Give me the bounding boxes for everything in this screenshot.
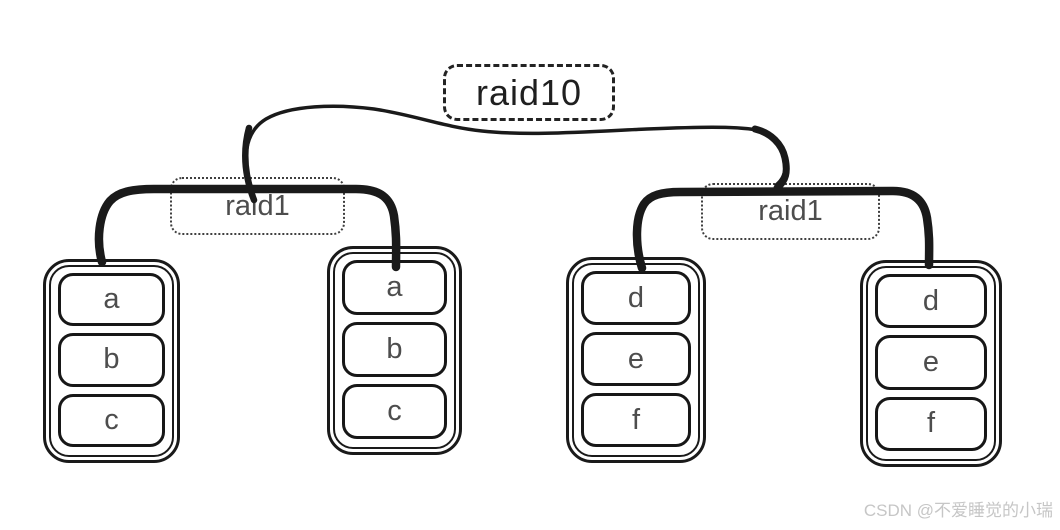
disk-block-label: d xyxy=(922,284,940,317)
disk-block-label: d xyxy=(627,281,645,314)
watermark-text: CSDN @不爱睡觉的小瑞 xyxy=(863,501,1053,520)
disk-block: a xyxy=(342,260,447,315)
disk-block-label: b xyxy=(386,333,403,365)
connector-root-to-right-raid1 xyxy=(751,125,790,192)
disk-block-label: f xyxy=(631,403,641,436)
disk-block: c xyxy=(58,393,165,447)
disk-2: a b c xyxy=(327,246,462,455)
disk-block: b xyxy=(342,322,447,377)
disk-block: f xyxy=(581,393,691,447)
disk-block: d xyxy=(875,274,987,329)
disk-3-blocks: d e f xyxy=(581,271,691,447)
disk-block-label: c xyxy=(387,395,402,427)
disk-4-blocks: d e f xyxy=(875,274,987,451)
disk-block-label: e xyxy=(922,345,940,378)
disk-2-blocks: a b c xyxy=(342,260,447,439)
disk-3: d e f xyxy=(566,257,706,463)
disk-block-label: f xyxy=(926,407,936,440)
disk-block-label: e xyxy=(627,342,645,375)
disk-block: d xyxy=(581,271,691,325)
raid1-right-label: raid1 xyxy=(758,195,823,227)
disk-1-blocks: a b c xyxy=(58,273,165,447)
raid10-label: raid10 xyxy=(475,71,583,113)
disk-block-label: c xyxy=(104,403,119,436)
raid1-left-label: raid1 xyxy=(225,189,290,222)
disk-block: e xyxy=(875,335,987,390)
disk-4: d e f xyxy=(860,260,1002,467)
disk-block: b xyxy=(58,333,165,387)
disk-block: c xyxy=(342,384,447,439)
disk-block: f xyxy=(875,396,987,451)
disk-1: a b c xyxy=(43,259,180,463)
disk-block-label: a xyxy=(386,271,403,303)
raid1-node-right: raid1 xyxy=(701,183,880,240)
disk-block: e xyxy=(581,332,691,386)
raid10-node: raid10 xyxy=(443,64,615,121)
disk-block-label: a xyxy=(103,283,120,316)
raid1-node-left: raid1 xyxy=(170,177,345,235)
disk-block-label: b xyxy=(103,343,120,376)
disk-block: a xyxy=(58,273,165,327)
